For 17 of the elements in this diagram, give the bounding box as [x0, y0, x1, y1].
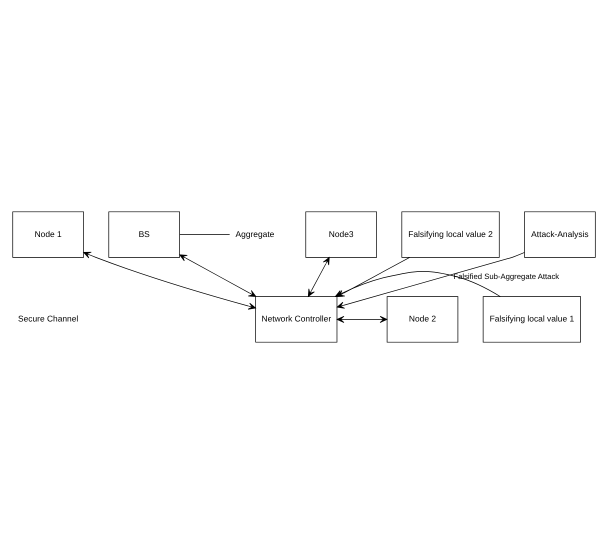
- node-box: BS: [108, 210, 180, 258]
- label: Secure Channel: [18, 313, 78, 324]
- arrow: [308, 256, 330, 296]
- node-box: Falsifying local value 2: [401, 210, 500, 258]
- node-box: Attack-Analysis: [524, 210, 596, 258]
- arrow: [179, 254, 256, 296]
- node-box: Network Controller: [255, 296, 338, 342]
- node-box: Node3: [305, 210, 377, 258]
- arrow: [83, 251, 256, 310]
- arrow: [336, 256, 410, 296]
- node-box: Node 1: [12, 210, 84, 258]
- arrow: [336, 252, 525, 308]
- node-box: Node 2: [386, 296, 458, 342]
- arrow: [336, 315, 388, 322]
- edge-label: Falsified Sub-Aggregate Attack: [453, 271, 560, 280]
- node-text: Aggregate: [236, 228, 274, 238]
- node-box: Falsifying local value 1: [482, 296, 581, 342]
